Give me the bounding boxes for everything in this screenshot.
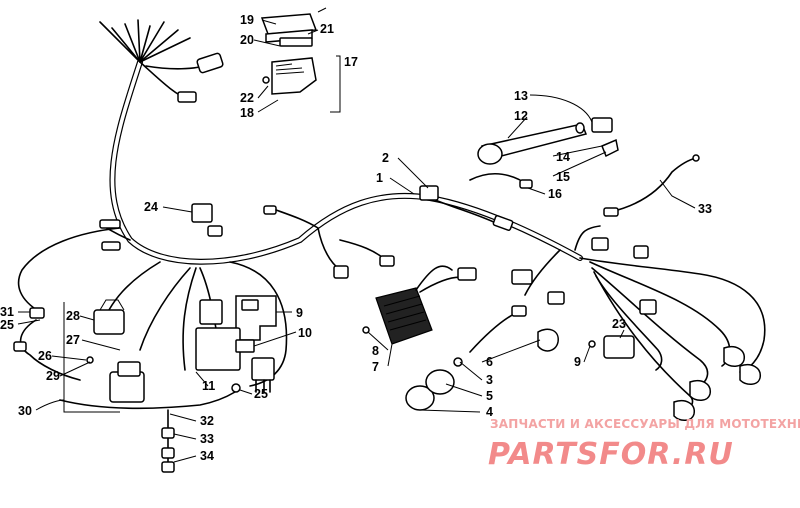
callout-4: 4	[486, 405, 493, 419]
watermark-logo: PARTSFOR.RU	[488, 437, 734, 472]
callout-25-left: 25	[0, 318, 14, 332]
left-branch	[13, 219, 131, 381]
watermark: ЗАПЧАСТИ И АКСЕССУАРЫ ДЛЯ МОТОТЕХНИКИ PA…	[488, 417, 800, 472]
part-10-module	[195, 299, 255, 371]
callout-28: 28	[66, 309, 80, 323]
part-9-bracket	[235, 295, 277, 341]
part-33-sensor	[603, 154, 700, 217]
callout-27: 27	[66, 333, 80, 347]
callout-24: 24	[144, 200, 158, 214]
right-harness	[511, 225, 766, 421]
callout-34: 34	[200, 449, 214, 463]
callout-labels: 19 21 20 17 22 18 13 12 14 15 16 2 1 24 …	[0, 13, 712, 463]
part-29-module	[86, 356, 145, 403]
callout-31: 31	[0, 305, 14, 319]
callout-12: 12	[514, 109, 528, 123]
part-4-stator	[405, 305, 559, 411]
part-24-relay	[191, 203, 223, 237]
part-16-lead	[469, 172, 533, 189]
part-7-voltage-regulator	[362, 265, 477, 345]
callout-29: 29	[46, 369, 60, 383]
part-28-relay	[93, 299, 125, 335]
upper-wire-fanout	[99, 19, 224, 103]
callout-6: 6	[486, 355, 493, 369]
callout-9-right: 9	[574, 355, 581, 369]
callout-33-right: 33	[698, 202, 712, 216]
callout-32: 32	[200, 414, 214, 428]
mid-connectors	[263, 185, 514, 279]
callout-23: 23	[612, 317, 626, 331]
callout-26: 26	[38, 349, 52, 363]
callout-22: 22	[240, 91, 254, 105]
callout-8: 8	[372, 344, 379, 358]
callout-20: 20	[240, 33, 254, 47]
callout-3: 3	[486, 373, 493, 387]
callout-19: 19	[240, 13, 254, 27]
callout-11: 11	[202, 379, 215, 393]
callout-7: 7	[372, 360, 379, 374]
callout-17: 17	[344, 55, 358, 69]
callout-30: 30	[18, 404, 32, 418]
callout-5: 5	[486, 389, 493, 403]
callout-25-mid: 25	[254, 387, 268, 401]
callout-16: 16	[548, 187, 562, 201]
part-11-connector	[231, 357, 275, 393]
callout-10: 10	[298, 326, 312, 340]
main-harness	[109, 59, 583, 265]
leader-lines	[17, 19, 696, 463]
watermark-tagline: ЗАПЧАСТИ И АКСЕССУАРЫ ДЛЯ МОТОТЕХНИКИ	[490, 417, 800, 431]
callout-14: 14	[556, 150, 570, 164]
callout-15: 15	[556, 170, 570, 184]
callout-13: 13	[514, 89, 528, 103]
callout-2: 2	[382, 151, 389, 165]
callout-1: 1	[376, 171, 383, 185]
part-17-module-assembly	[260, 7, 327, 95]
callout-33-bottom: 33	[200, 432, 214, 446]
part-12-ignition-coil	[477, 117, 619, 165]
callout-9-left: 9	[296, 306, 303, 320]
callout-18: 18	[240, 106, 254, 120]
callout-21: 21	[320, 22, 334, 36]
